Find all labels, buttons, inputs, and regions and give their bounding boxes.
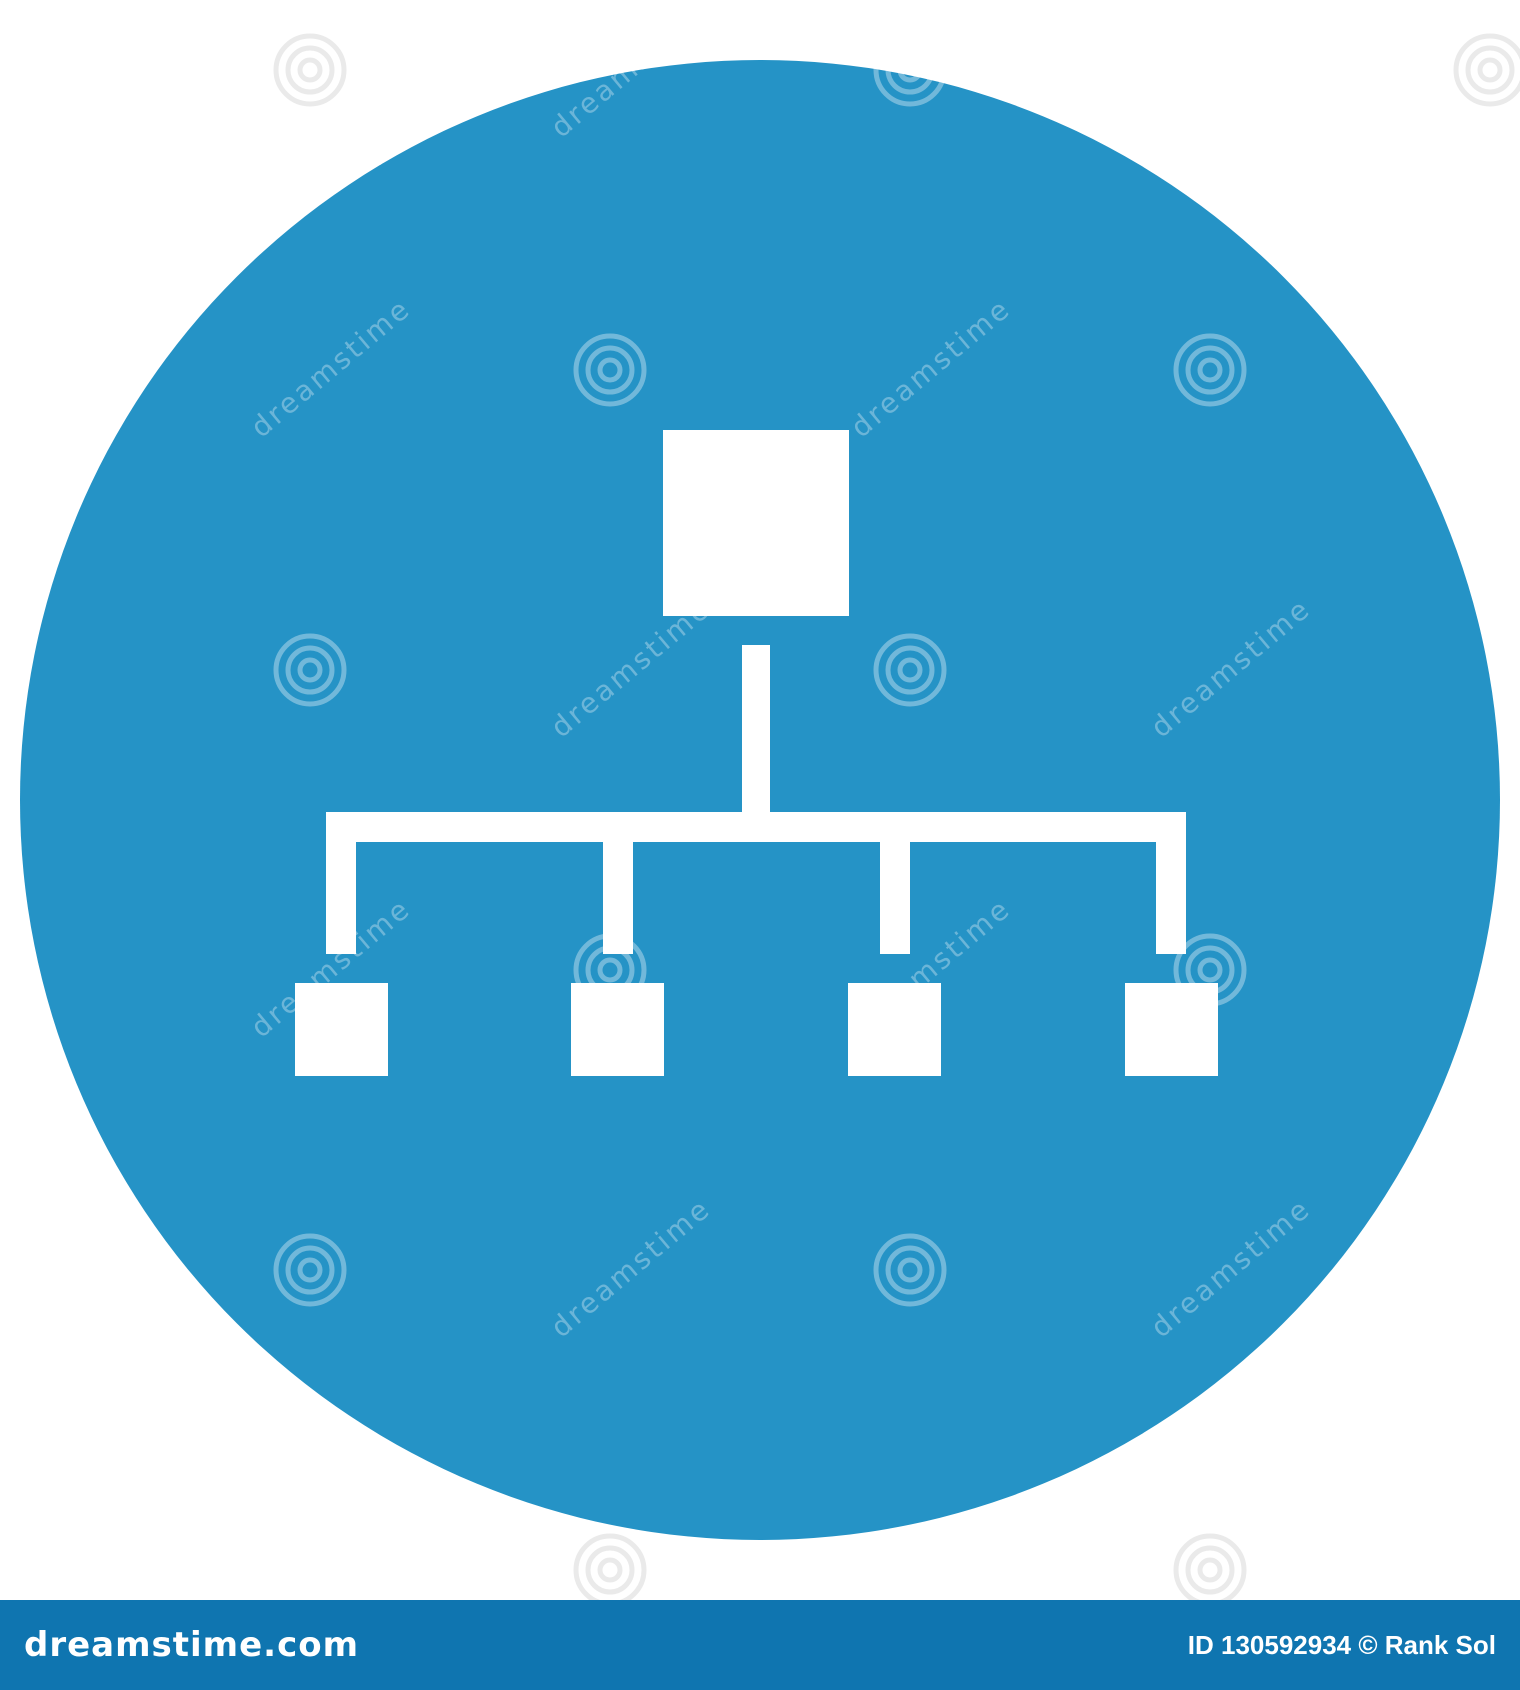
watermark-spiral-icon bbox=[873, 33, 947, 107]
footer-credit: ID 130592934 © Rank Sol bbox=[1187, 1629, 1496, 1660]
watermark-spiral-icon bbox=[573, 1533, 647, 1600]
branch-connector-1 bbox=[326, 812, 356, 954]
org-chart-icon bbox=[295, 430, 1218, 1076]
footer-brand: dreamstime.com bbox=[24, 1625, 360, 1665]
child-box-2 bbox=[571, 983, 664, 1076]
watermark-spiral-icon bbox=[573, 333, 647, 407]
child-box-4 bbox=[1125, 983, 1218, 1076]
trunk-connector bbox=[742, 645, 770, 812]
horizontal-connector bbox=[326, 812, 1186, 842]
watermark-spiral-icon bbox=[1173, 1533, 1247, 1600]
watermark-spiral-icon bbox=[1173, 933, 1247, 1007]
watermark-spiral-icon bbox=[273, 1233, 347, 1307]
watermark-spiral-icon bbox=[273, 633, 347, 707]
child-box-3 bbox=[848, 983, 941, 1076]
watermark-spiral-icon bbox=[573, 933, 647, 1007]
branch-connector-2 bbox=[603, 812, 633, 954]
watermark-spiral-icon bbox=[1173, 333, 1247, 407]
parent-box bbox=[663, 430, 849, 616]
watermark-spiral-icon bbox=[1453, 33, 1520, 107]
watermark-spiral-icon bbox=[273, 33, 347, 107]
child-box-1 bbox=[295, 983, 388, 1076]
watermark-spiral-icon bbox=[873, 1233, 947, 1307]
branch-connector-3 bbox=[880, 812, 910, 954]
footer-bar: dreamstime.com ID 130592934 © Rank Sol bbox=[0, 1600, 1520, 1690]
watermark-spirals bbox=[273, 33, 1520, 1600]
watermark-spiral-icon bbox=[873, 633, 947, 707]
hierarchy-icon-graphic bbox=[20, 33, 1520, 1600]
branch-connector-4 bbox=[1156, 812, 1186, 954]
